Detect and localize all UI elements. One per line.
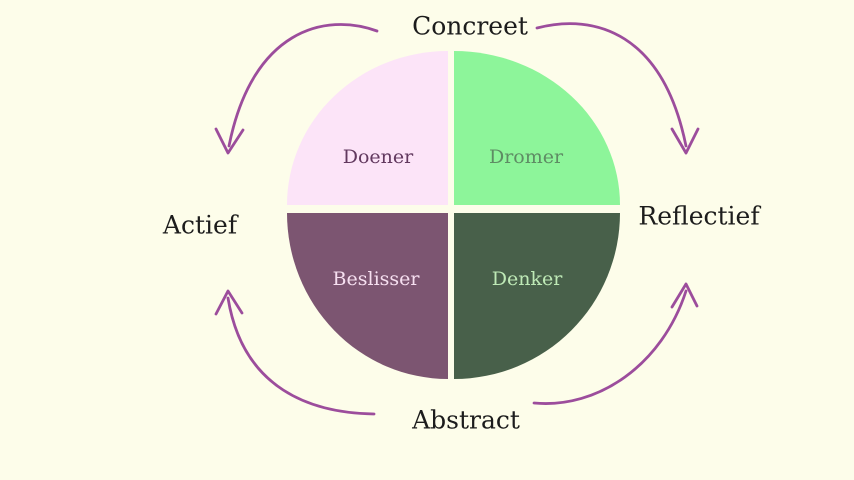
- arrow-head-icon: [214, 289, 244, 316]
- axis-label-concreet: Concreet: [412, 11, 528, 41]
- axis-label-reflectief: Reflectief: [638, 201, 760, 231]
- quadrant-dromer-label: Dromer: [488, 145, 564, 168]
- arrow-head-icon: [670, 282, 699, 309]
- arrow-head-icon: [214, 127, 245, 155]
- quadrant-doener: Doener: [287, 51, 448, 205]
- axis-label-actief: Actief: [162, 210, 238, 240]
- axis-label-abstract: Abstract: [412, 405, 520, 435]
- quadrant-beslisser-label: Beslisser: [332, 268, 420, 291]
- quadrant-denker: Denker: [454, 213, 620, 379]
- quadrant-dromer: Dromer: [454, 51, 620, 205]
- quadrant-circle: Doener Dromer Beslisser Denker: [287, 51, 620, 379]
- quadrant-denker-label: Denker: [491, 268, 563, 291]
- arrow-head-icon: [670, 127, 700, 155]
- quadrant-doener-label: Doener: [342, 145, 414, 168]
- quadrant-beslisser: Beslisser: [287, 213, 448, 379]
